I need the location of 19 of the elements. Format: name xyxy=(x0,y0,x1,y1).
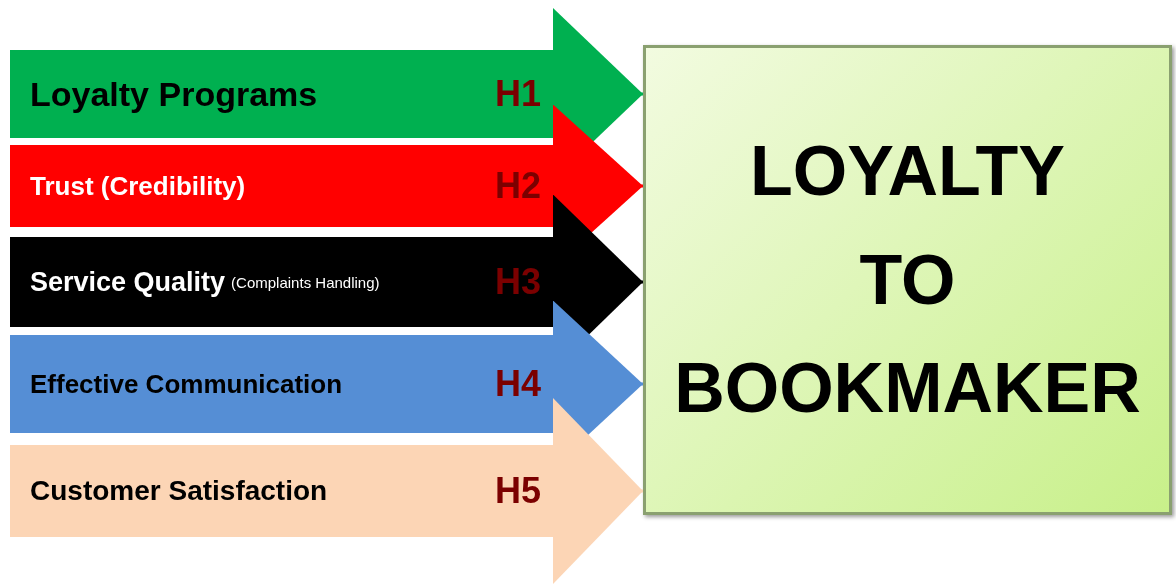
factor-label: Loyalty Programs xyxy=(30,74,318,114)
arrow-body xyxy=(10,145,555,227)
hypothesis-label: H3 xyxy=(494,261,541,303)
hypothesis-label: H4 xyxy=(494,363,541,405)
factor-label: Effective Communication xyxy=(30,368,343,400)
arrow-body xyxy=(10,335,555,433)
arrow-body xyxy=(10,445,555,537)
factor-note: (Complaints Handling) xyxy=(231,273,380,291)
arrow-body xyxy=(10,50,555,138)
factor-label: Service Quality xyxy=(30,266,226,298)
hypothesis-label: H2 xyxy=(494,165,541,207)
factor-label: Customer Satisfaction xyxy=(30,475,328,507)
hypothesis-label: H1 xyxy=(494,73,541,115)
arrow-body xyxy=(10,237,555,327)
factor-label: Trust (Credibility) xyxy=(30,170,246,202)
block-arrow xyxy=(553,398,643,584)
outcome-title: LOYALTY TO BOOKMAKER xyxy=(673,131,1142,430)
outcome-box xyxy=(643,45,1172,515)
hypothesis-label: H5 xyxy=(494,470,541,512)
